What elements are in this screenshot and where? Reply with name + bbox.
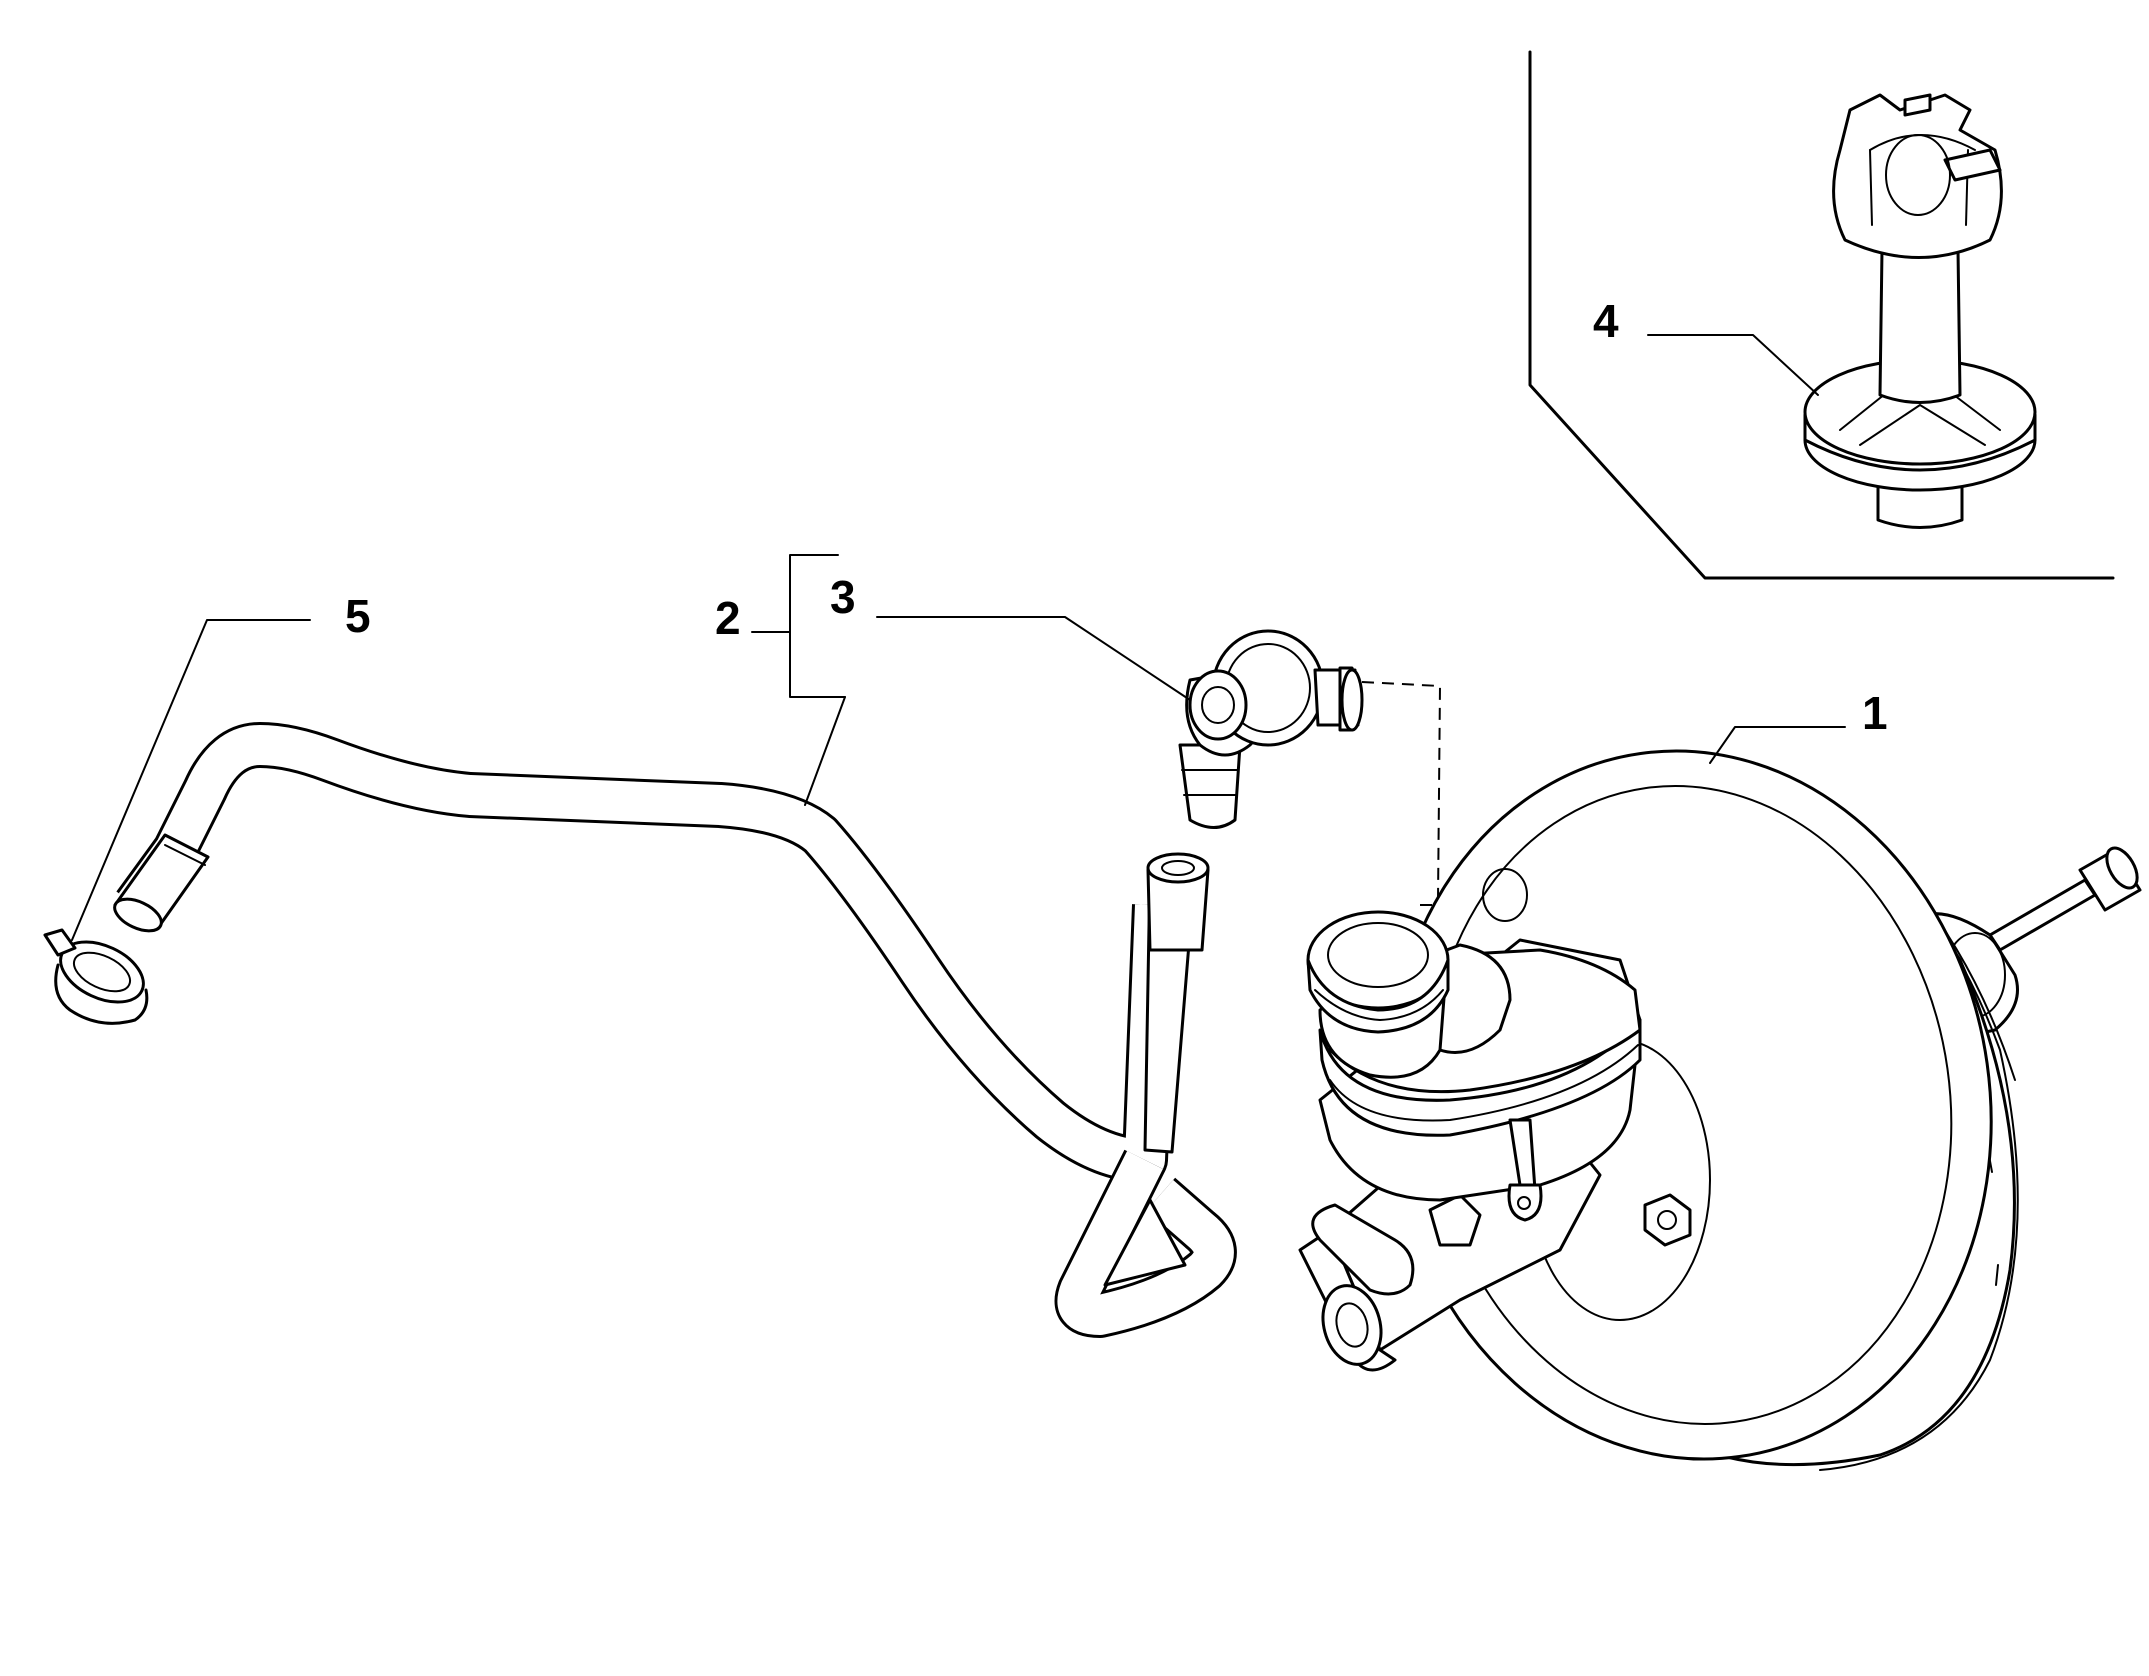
brake-booster-master-cylinder-icon	[1298, 749, 2142, 1471]
check-valve-icon	[1178, 629, 1364, 829]
vacuum-hose-icon	[113, 722, 1237, 1338]
hose-clip-icon	[1803, 93, 2037, 529]
hose-clamp-icon	[43, 928, 149, 1025]
callout-1: 1	[1862, 687, 1888, 739]
callout-5: 5	[345, 590, 371, 642]
callout-3: 3	[830, 571, 856, 623]
leader-lines	[71, 334, 1846, 941]
connection-dashed-line	[1361, 681, 1442, 901]
callout-2: 2	[715, 592, 741, 644]
callout-4: 4	[1593, 295, 1619, 347]
inset-frame	[1528, 50, 2115, 580]
